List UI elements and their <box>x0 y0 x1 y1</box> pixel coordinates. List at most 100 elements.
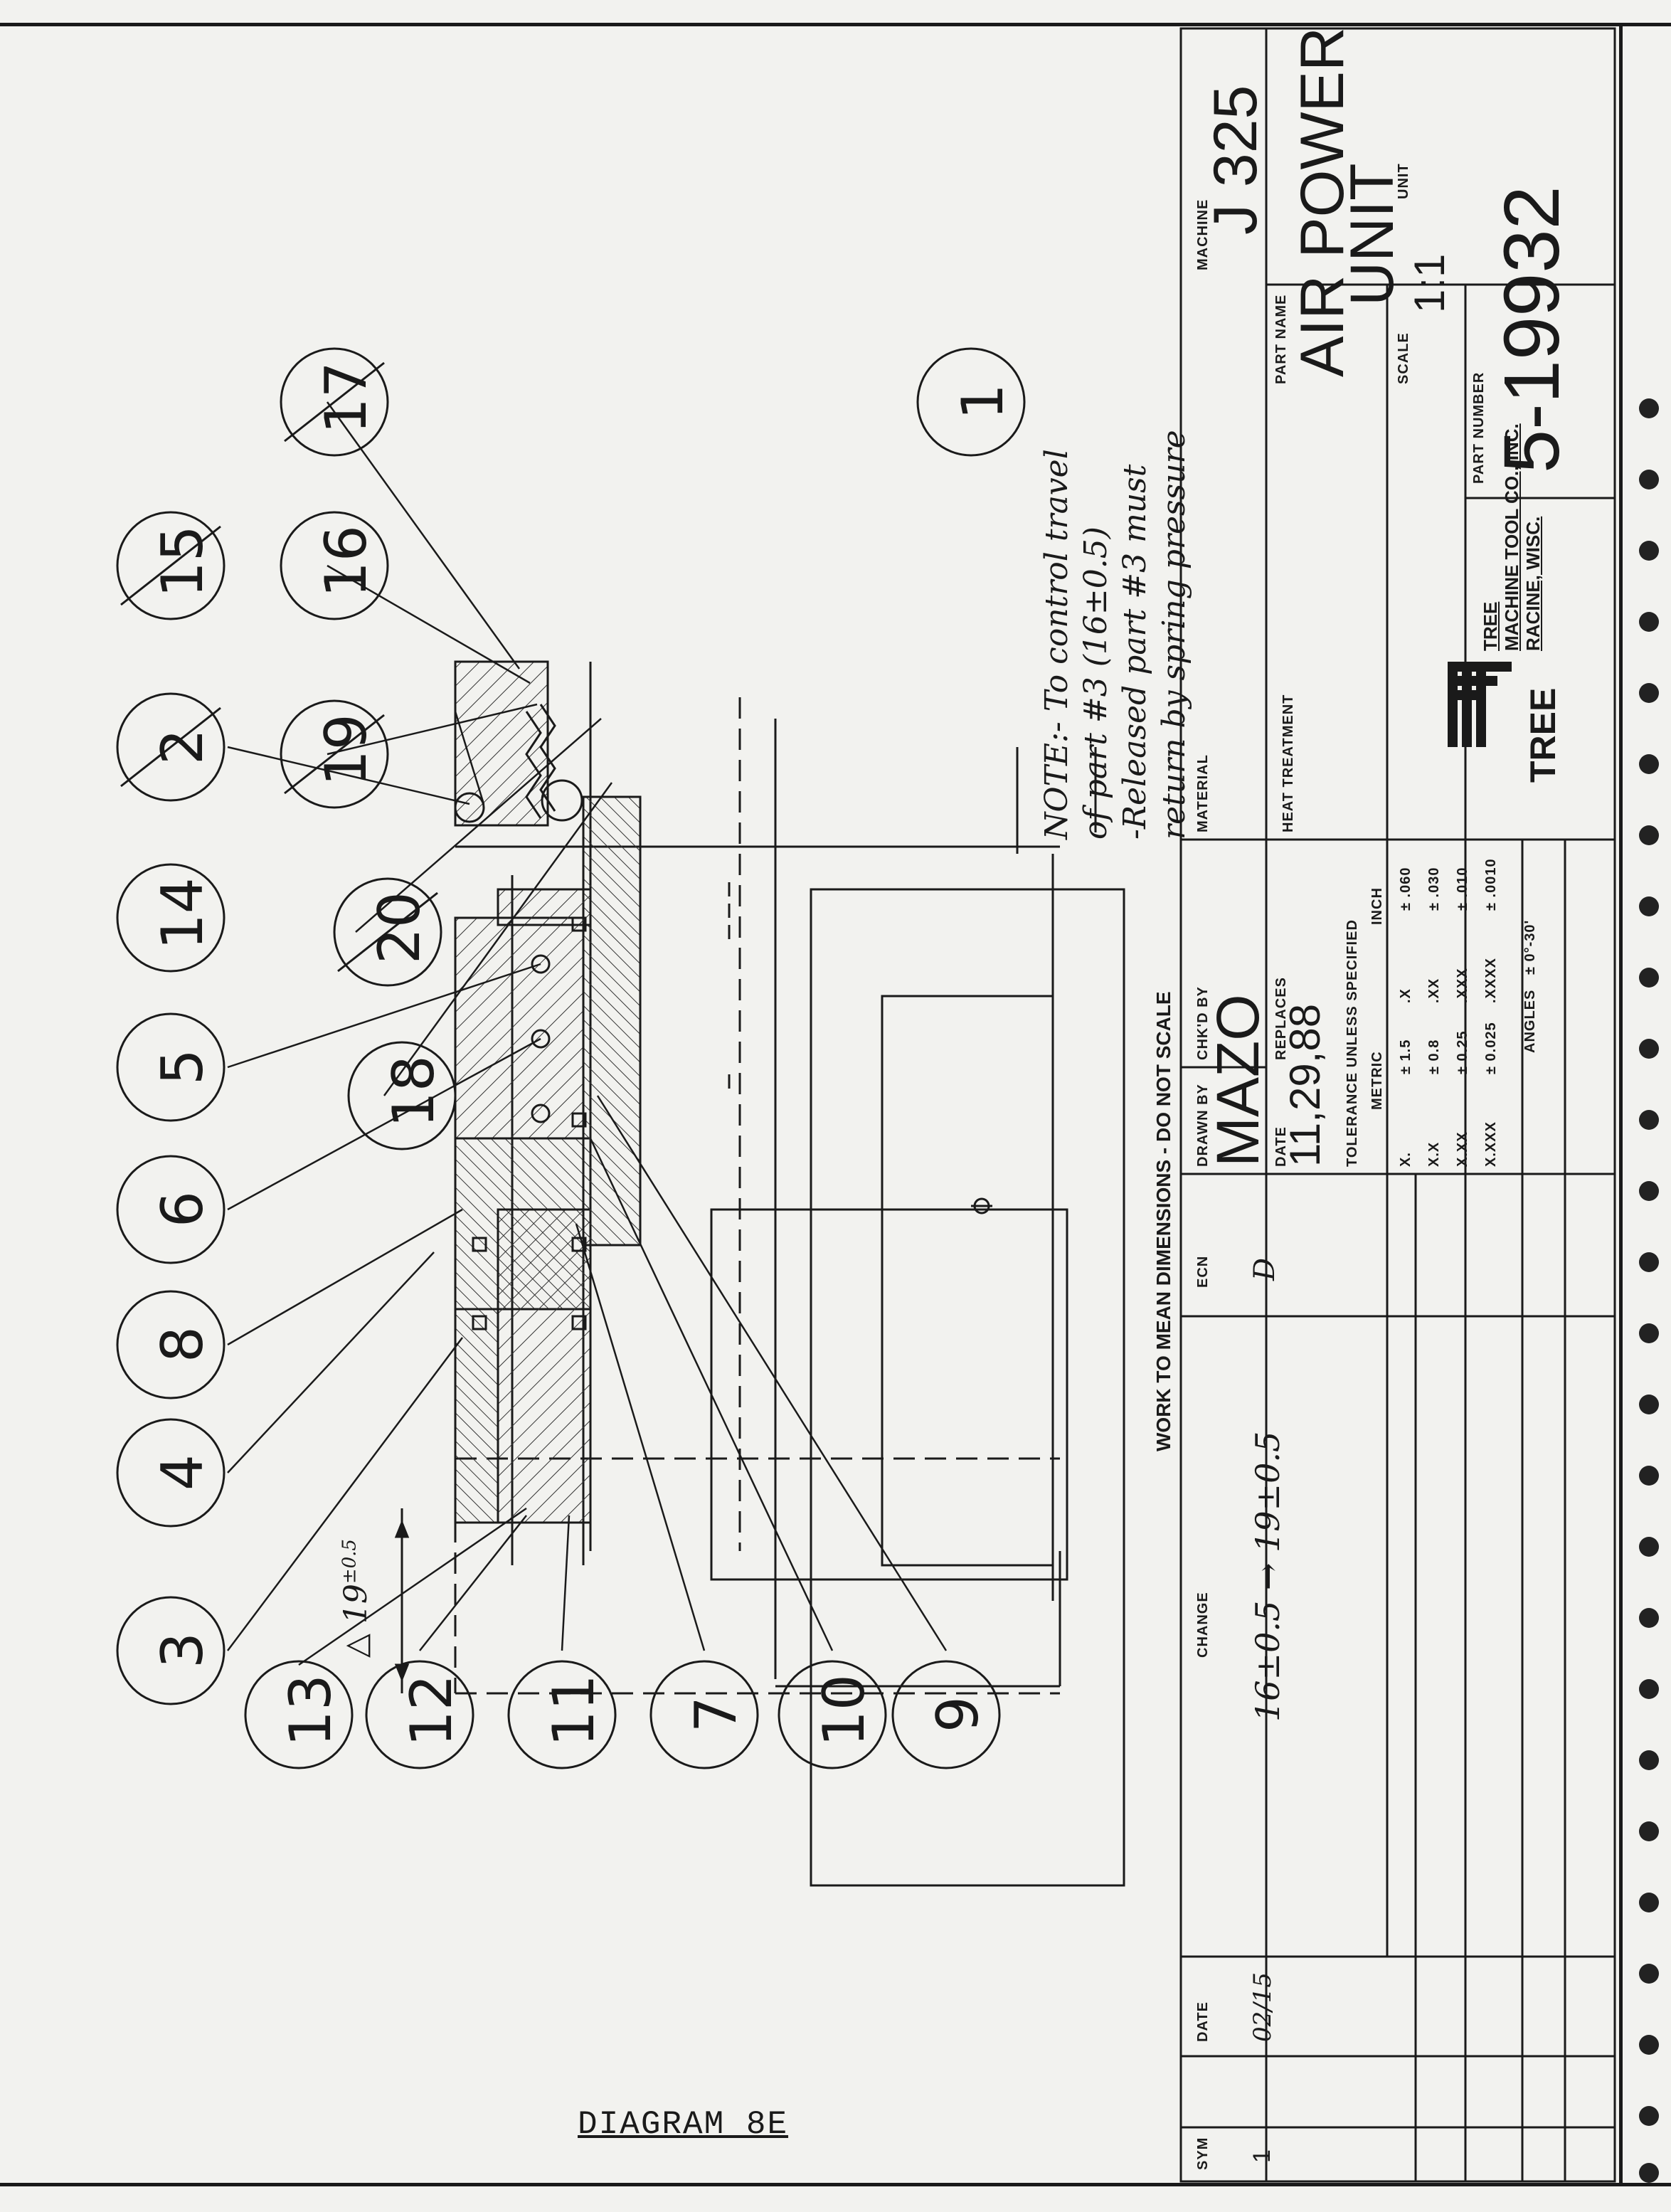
balloon-8: 8 <box>149 1326 216 1362</box>
inch-label: INCH <box>1369 887 1385 925</box>
hole-icon <box>1639 1679 1659 1699</box>
ecn-label: ECN <box>1195 1255 1211 1288</box>
balloon-7: 7 <box>683 1696 749 1732</box>
hole-icon <box>1639 612 1659 632</box>
hole-icon <box>1639 2106 1659 2126</box>
tol-row-3-mv: ± 0.25 <box>1455 1030 1470 1074</box>
balloon-11: 11 <box>541 1674 607 1747</box>
hole-icon <box>1639 1181 1659 1201</box>
company-city: RACINE, WISC. <box>1522 516 1544 651</box>
tolerance-title: TOLERANCE UNLESS SPECIFIED <box>1344 919 1360 1167</box>
tree-logo-text: TREE <box>1523 687 1563 783</box>
hole-icon <box>1639 1039 1659 1059</box>
right-border <box>1619 23 1623 2186</box>
material-label: MATERIAL <box>1195 754 1211 832</box>
hole-icon <box>1639 1821 1659 1841</box>
hole-icon <box>1639 2163 1659 2183</box>
scale-value: 1:1 <box>1406 253 1453 313</box>
balloon-5: 5 <box>149 1049 216 1085</box>
drawn-by-value: MAZO <box>1204 994 1271 1167</box>
sym-label: SYM <box>1195 2137 1211 2170</box>
balloon-20: 20 <box>366 891 433 964</box>
balloon-16: 16 <box>313 525 379 598</box>
tol-row-3-iv: ± .010 <box>1455 867 1470 911</box>
hole-icon <box>1639 825 1659 845</box>
balloon-2: 2 <box>149 729 216 765</box>
part-number-label: PART NUMBER <box>1471 371 1487 484</box>
angles-value: ± 0°-30' <box>1522 919 1538 975</box>
hole-icon <box>1639 1466 1659 1486</box>
diagram-caption: DIAGRAM 8E <box>578 2106 789 2143</box>
bottom-border <box>0 2183 1671 2186</box>
hole-icon <box>1639 968 1659 988</box>
company-name-2: MACHINE TOOL CO., INC. <box>1501 423 1522 651</box>
tol-row-3-i: .XXX <box>1455 968 1470 1003</box>
tol-row-3-m: X.XX <box>1455 1131 1470 1167</box>
balloon-10: 10 <box>811 1674 877 1747</box>
hole-icon <box>1639 1964 1659 1984</box>
tol-row-1-m: X. <box>1398 1152 1413 1167</box>
ecn-value: D <box>1248 1257 1281 1281</box>
balloon-1: 1 <box>950 383 1016 420</box>
work-note: WORK TO MEAN DIMENSIONS - DO NOT SCALE <box>1152 991 1174 1451</box>
tol-row-2-i: .XX <box>1426 978 1442 1003</box>
hole-icon <box>1639 754 1659 774</box>
tol-row-4-i: .XXXX <box>1483 958 1499 1003</box>
balloon-17: 17 <box>313 361 379 434</box>
tol-row-4-m: X.XXX <box>1483 1121 1499 1167</box>
balloon-13: 13 <box>277 1674 344 1747</box>
balloon-4: 4 <box>149 1454 216 1491</box>
tol-row-1-iv: ± .060 <box>1398 867 1413 911</box>
tol-row-4-iv: ± .0010 <box>1483 858 1499 911</box>
angles-label: ANGLES <box>1522 989 1538 1053</box>
change-date: 02/15 <box>1248 1972 1277 2042</box>
hole-icon <box>1639 1110 1659 1130</box>
hole-icon <box>1639 683 1659 703</box>
tol-row-2-mv: ± 0.8 <box>1426 1039 1442 1074</box>
chkd-by-label: CHK'D BY <box>1195 986 1211 1060</box>
note-line-1: NOTE:- To control travel <box>1039 449 1075 840</box>
balloons <box>116 347 1026 1769</box>
tol-row-2-m: X.X <box>1426 1141 1442 1167</box>
top-border <box>0 23 1671 26</box>
change-value: 16±0.5 → 19±0.5 <box>1248 1431 1287 1722</box>
balloon-9: 9 <box>925 1696 991 1732</box>
hole-icon <box>1639 470 1659 490</box>
balloon-18: 18 <box>381 1055 447 1128</box>
heat-treatment-label: HEAT TREATMENT <box>1280 694 1296 832</box>
hole-icon <box>1639 1608 1659 1628</box>
hole-icon <box>1639 2035 1659 2055</box>
balloon-15: 15 <box>149 525 216 598</box>
machine-value: J 325 <box>1201 85 1270 235</box>
hole-icon <box>1639 1252 1659 1272</box>
hole-icon <box>1639 1537 1659 1557</box>
hole-icon <box>1639 1750 1659 1770</box>
hole-icon <box>1639 1323 1659 1343</box>
scale-label: SCALE <box>1396 332 1411 384</box>
dimension-label: △ 19±0.5 <box>338 1539 374 1658</box>
change-label: CHANGE <box>1195 1592 1211 1658</box>
leader-lines <box>227 401 948 1666</box>
unit-label: UNIT <box>1396 163 1411 199</box>
note-line-2: of part #3 (16±0.5) <box>1078 526 1114 840</box>
balloon-12: 12 <box>398 1674 465 1747</box>
date-col-label: DATE <box>1195 2001 1211 2042</box>
hole-icon <box>1639 398 1659 418</box>
tol-row-1-i: .X <box>1398 988 1413 1003</box>
note-line-4: return by spring pressure <box>1156 430 1192 840</box>
hole-icon <box>1639 541 1659 561</box>
tol-row-4-mv: ± 0.025 <box>1483 1022 1499 1074</box>
hole-icon <box>1639 1395 1659 1414</box>
replaces-label: REPLACES <box>1273 977 1289 1060</box>
tol-row-1-mv: ± 1.5 <box>1398 1039 1413 1074</box>
balloon-14: 14 <box>149 877 216 950</box>
company-name: TREE <box>1480 601 1501 651</box>
balloon-6: 6 <box>149 1191 216 1227</box>
tree-logo-icon <box>1448 662 1512 747</box>
hole-icon <box>1639 1893 1659 1912</box>
cross-section <box>394 660 1125 1887</box>
balloon-19: 19 <box>313 714 379 786</box>
note-line-3: -Released part #3 must <box>1117 464 1153 840</box>
tol-row-2-iv: ± .030 <box>1426 867 1442 911</box>
